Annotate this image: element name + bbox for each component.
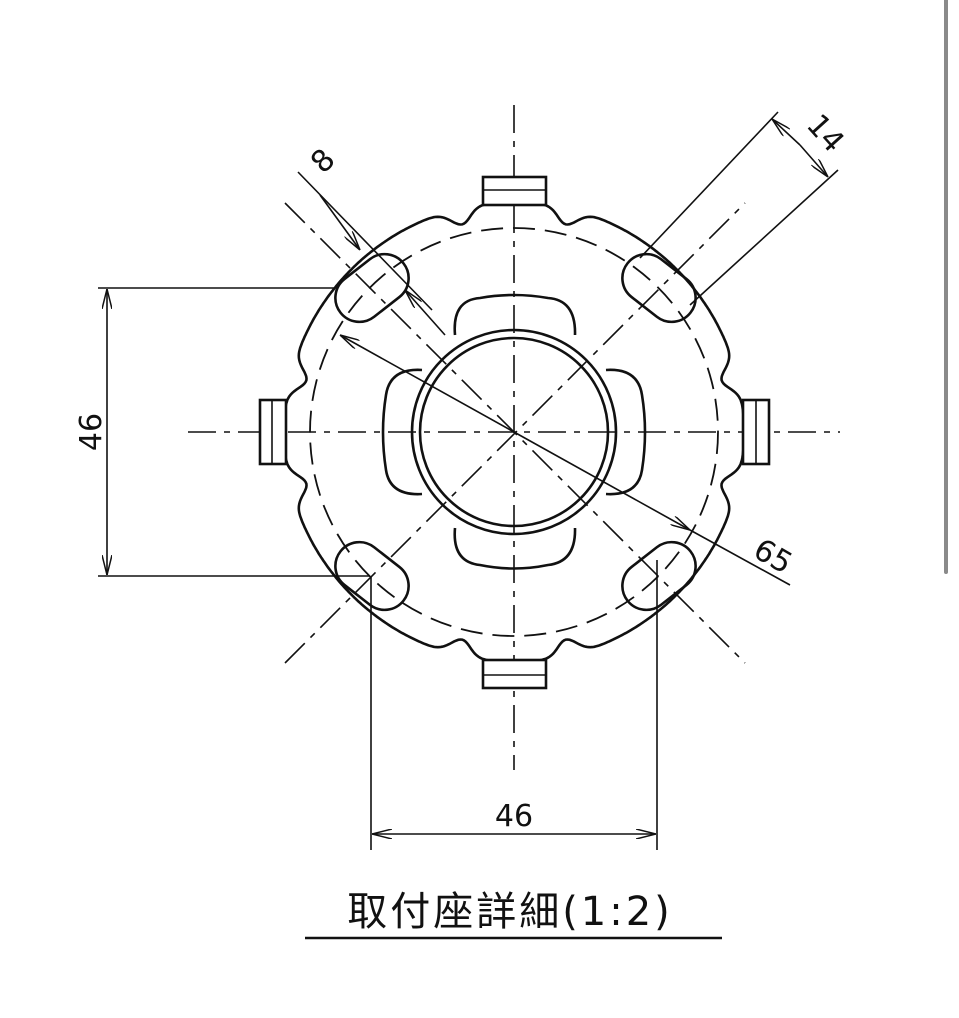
dimension-vertical-46: 46 — [74, 287, 370, 577]
dimension-slot-14: 14 — [639, 108, 851, 306]
hub-inner-ring — [418, 336, 610, 528]
slot-bottom-right — [621, 540, 697, 612]
slot-top-right — [621, 252, 697, 324]
hub-outer-ring — [410, 328, 618, 536]
dimension-label: 14 — [799, 108, 851, 160]
slot-bottom-left — [334, 540, 410, 612]
drawing-title: 取付座詳細(1:2) — [347, 889, 673, 935]
dimension-label: 46 — [74, 413, 109, 451]
dimension-label: 46 — [495, 799, 533, 834]
pitch-circle — [309, 227, 719, 637]
dimension-horizontal-46: 46 — [370, 560, 658, 850]
dimension-label: 8 — [304, 142, 342, 180]
dimension-label: 65 — [747, 532, 798, 581]
slots — [334, 252, 697, 612]
slot-top-left — [334, 252, 410, 324]
tabs — [258, 175, 771, 690]
dimension-diameter-65: 65 — [340, 335, 798, 586]
inner-lobes — [381, 293, 647, 570]
